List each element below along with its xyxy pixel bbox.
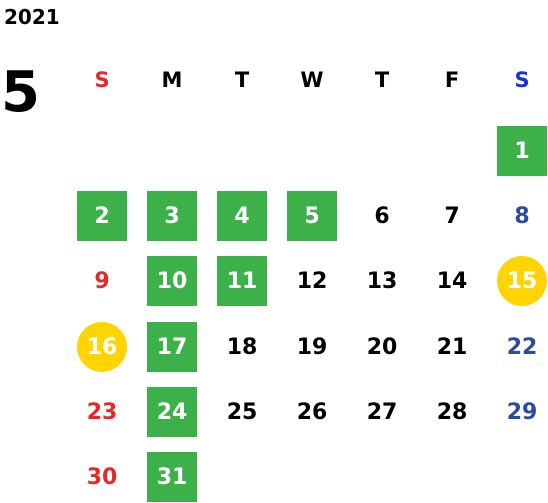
- day-cell-11[interactable]: 11: [217, 256, 267, 306]
- day-cell-6[interactable]: 6: [374, 203, 390, 229]
- weekday-header-tue: T: [234, 68, 250, 92]
- day-cell-26[interactable]: 26: [296, 399, 328, 425]
- weekday-header-mon: M: [161, 68, 183, 92]
- day-cell-27[interactable]: 27: [366, 399, 398, 425]
- day-cell-18[interactable]: 18: [226, 334, 258, 360]
- weekday-header-thu: T: [374, 68, 390, 92]
- day-cell-17[interactable]: 17: [147, 322, 197, 372]
- day-cell-4[interactable]: 4: [217, 191, 267, 241]
- day-cell-20[interactable]: 20: [366, 334, 398, 360]
- day-cell-22[interactable]: 22: [506, 334, 538, 360]
- day-cell-8[interactable]: 8: [514, 203, 530, 229]
- day-cell-21[interactable]: 21: [436, 334, 468, 360]
- year-label: 2021: [4, 5, 60, 29]
- day-cell-12[interactable]: 12: [296, 268, 328, 294]
- month-number: 5: [1, 60, 40, 125]
- day-cell-29[interactable]: 29: [506, 399, 538, 425]
- day-cell-24[interactable]: 24: [147, 387, 197, 437]
- day-cell-19[interactable]: 19: [296, 334, 328, 360]
- day-cell-10[interactable]: 10: [147, 256, 197, 306]
- day-cell-30[interactable]: 30: [86, 464, 118, 490]
- day-cell-16[interactable]: 16: [77, 322, 127, 372]
- day-cell-25[interactable]: 25: [226, 399, 258, 425]
- day-cell-31[interactable]: 31: [147, 452, 197, 502]
- day-cell-14[interactable]: 14: [436, 268, 468, 294]
- day-cell-1[interactable]: 1: [497, 126, 547, 176]
- day-cell-5[interactable]: 5: [287, 191, 337, 241]
- weekday-header-wed: W: [300, 68, 324, 92]
- weekday-header-sat: S: [514, 68, 530, 92]
- day-cell-15[interactable]: 15: [497, 256, 547, 306]
- day-cell-3[interactable]: 3: [147, 191, 197, 241]
- day-cell-23[interactable]: 23: [86, 399, 118, 425]
- weekday-header-sun: S: [94, 68, 110, 92]
- weekday-header-fri: F: [444, 68, 460, 92]
- day-cell-9[interactable]: 9: [94, 268, 110, 294]
- day-cell-13[interactable]: 13: [366, 268, 398, 294]
- day-cell-2[interactable]: 2: [77, 191, 127, 241]
- day-cell-7[interactable]: 7: [444, 203, 460, 229]
- day-cell-28[interactable]: 28: [436, 399, 468, 425]
